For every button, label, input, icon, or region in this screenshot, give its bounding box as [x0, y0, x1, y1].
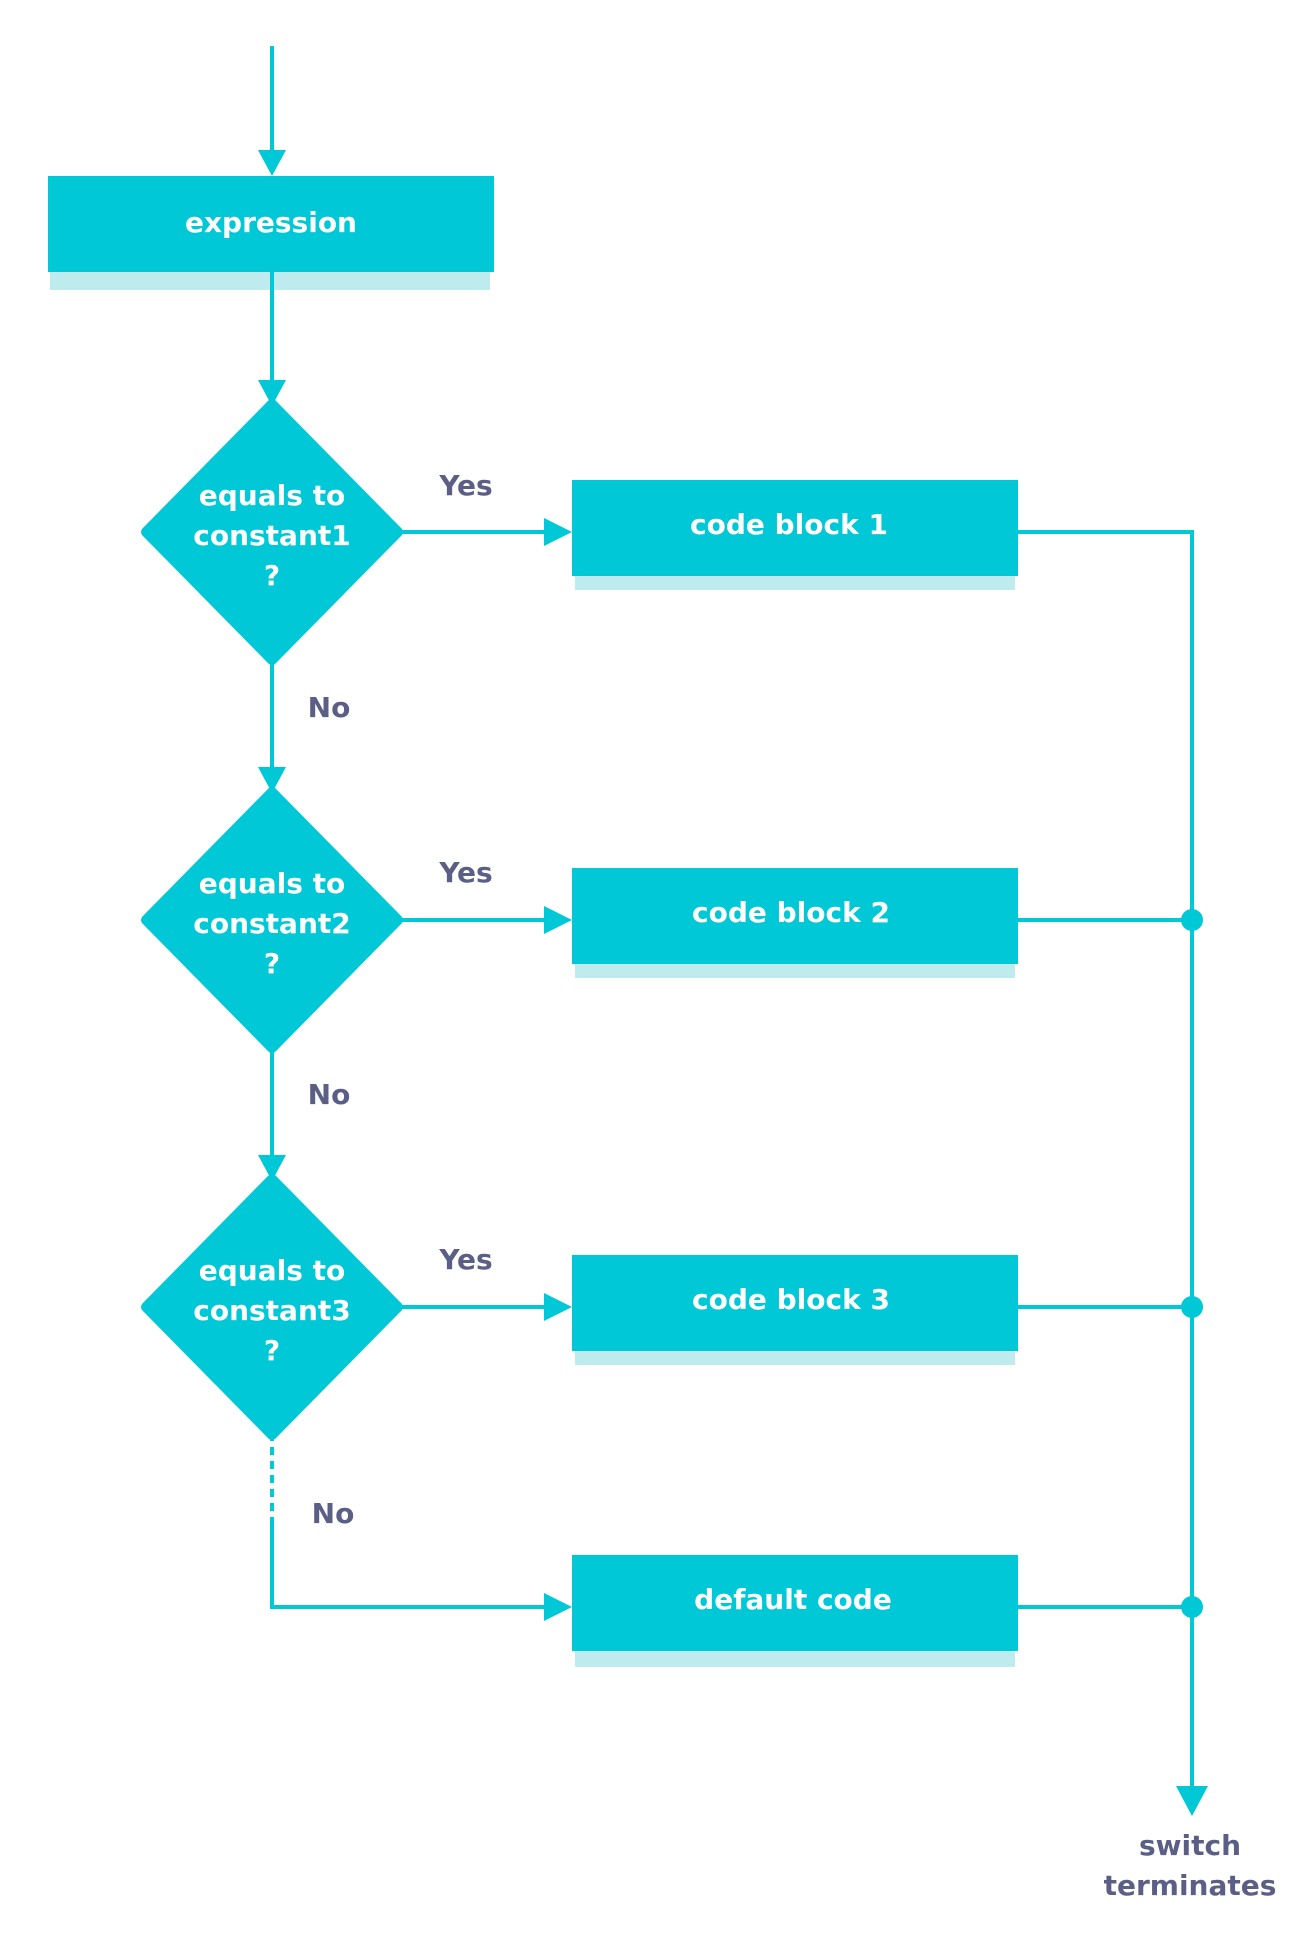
decision-1-line-1: equals to — [199, 479, 346, 512]
decision-1: equals to constant1 ? — [141, 399, 403, 665]
yes-label-1: Yes — [438, 469, 492, 502]
no-label-3: No — [312, 1497, 355, 1530]
arrowhead-block3 — [544, 1293, 572, 1321]
code-block-3-box — [572, 1255, 1018, 1351]
decision-3-line-3: ? — [264, 1334, 280, 1367]
code-block-2-box — [572, 868, 1018, 964]
arrowhead-block1 — [544, 518, 572, 546]
switch-terminates-line-1: switch — [1139, 1829, 1241, 1862]
junction-dot-2 — [1181, 909, 1203, 931]
decision-2: equals to constant2 ? — [141, 787, 403, 1053]
decision-1-line-3: ? — [264, 559, 280, 592]
decision-2-line-1: equals to — [199, 867, 346, 900]
decision-2-line-2: constant2 — [193, 907, 351, 940]
arrowhead-decision1 — [258, 380, 286, 406]
yes-label-3: Yes — [438, 1243, 492, 1276]
arrow-decision3-default-solid — [270, 1525, 544, 1609]
expression-label: expression — [185, 206, 357, 239]
arrowhead-block2 — [544, 906, 572, 934]
entry-arrowhead — [258, 150, 286, 176]
expression-box — [48, 176, 494, 272]
switch-terminates-line-2: terminates — [1104, 1869, 1277, 1902]
yes-label-2: Yes — [438, 856, 492, 889]
default-code-label: default code — [694, 1583, 892, 1616]
arrowhead-default — [544, 1593, 572, 1621]
code-block-1-box — [572, 480, 1018, 576]
junction-dot-3 — [1181, 1296, 1203, 1318]
arrowhead-end — [1176, 1786, 1208, 1816]
decision-3-line-2: constant3 — [193, 1294, 351, 1327]
junction-dots — [1181, 909, 1203, 1618]
decision-3-line-1: equals to — [199, 1254, 346, 1287]
code-block-1-label: code block 1 — [690, 508, 888, 541]
arrowhead-decision3 — [258, 1155, 286, 1181]
code-block-3-label: code block 3 — [692, 1283, 890, 1316]
decision-1-line-2: constant1 — [193, 519, 351, 552]
no-label-2: No — [308, 1078, 351, 1111]
decision-3: equals to constant3 ? — [141, 1174, 403, 1440]
no-label-1: No — [308, 691, 351, 724]
junction-dot-default — [1181, 1596, 1203, 1618]
decision-2-line-3: ? — [264, 947, 280, 980]
connectors — [258, 46, 1208, 1816]
arrowhead-decision2 — [258, 767, 286, 793]
bus-block1 — [1015, 530, 1194, 1790]
code-block-2-label: code block 2 — [692, 896, 890, 929]
default-code-box — [572, 1555, 1018, 1651]
